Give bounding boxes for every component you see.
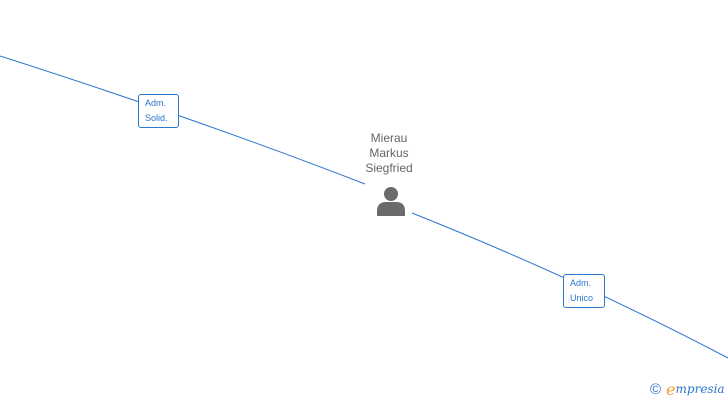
role-line: Unico (570, 293, 594, 303)
person-name-line-3: Siegfried (365, 161, 413, 175)
role-line: Solid. (145, 113, 168, 123)
person-icon[interactable] (375, 186, 407, 216)
brand-logo: © e mpresia (650, 379, 725, 399)
logo-initial: e (666, 379, 676, 399)
role-box-adm-unico[interactable]: Adm. Unico (563, 274, 605, 308)
person-name[interactable]: Mierau Markus Siegfried (339, 131, 439, 176)
person-name-line-2: Markus (369, 146, 409, 160)
edge-left (0, 55, 366, 185)
role-line: Adm. (145, 98, 167, 108)
person-name-line-1: Mierau (370, 131, 408, 145)
role-box-adm-solid[interactable]: Adm. Solid. (138, 94, 179, 128)
logo-text: mpresia (675, 382, 725, 396)
copyright-icon: © (650, 380, 662, 398)
role-line: Adm. (570, 278, 592, 288)
